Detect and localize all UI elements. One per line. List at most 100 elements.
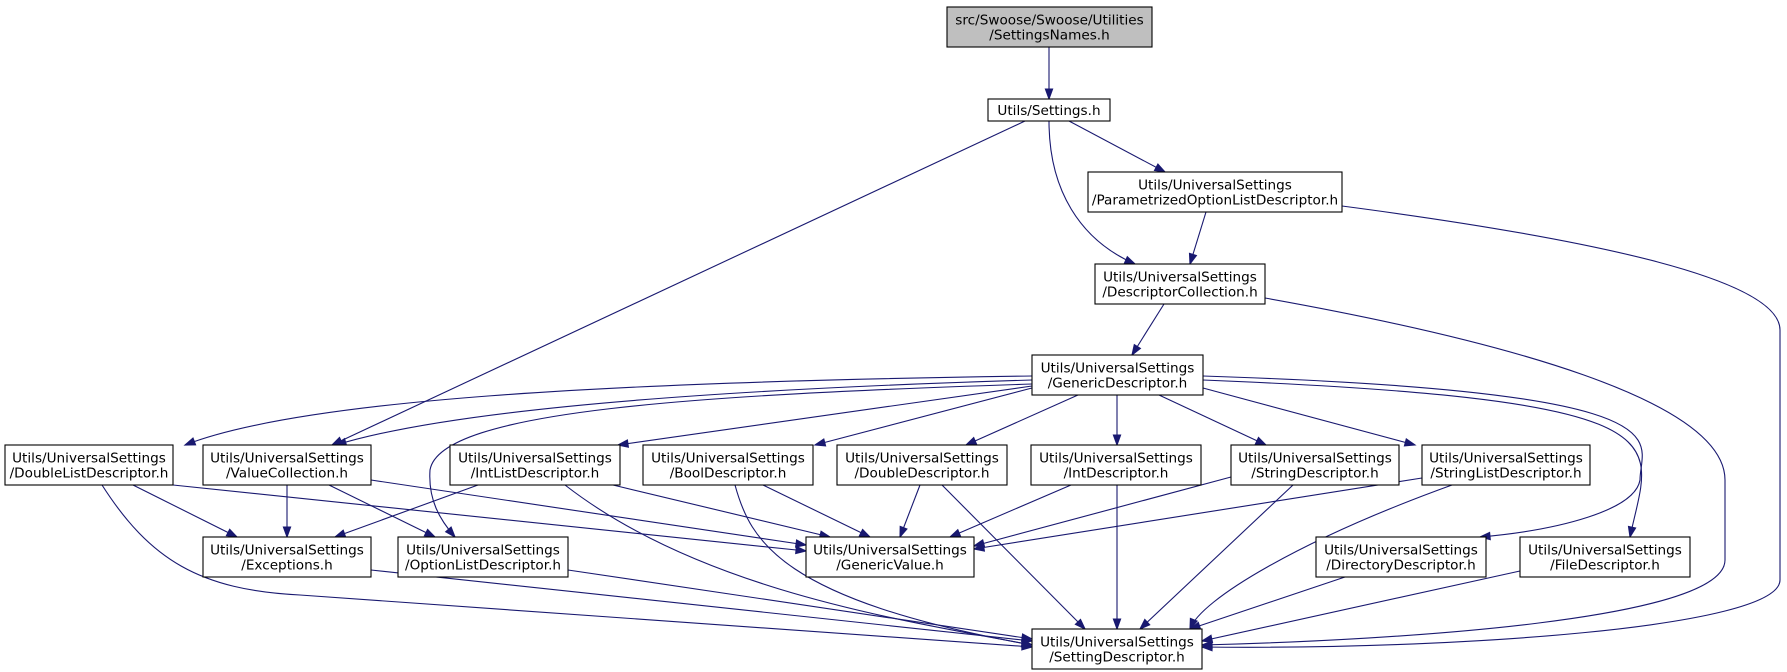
edge-n6-n15: [370, 479, 808, 548]
node-box: [4, 444, 174, 486]
edges-layer: [101, 47, 1781, 652]
node-label: Utils/UniversalSettings: [1041, 361, 1195, 377]
file-node[interactable]: Utils/UniversalSettings/IntListDescripto…: [449, 444, 621, 486]
node-box: [397, 536, 569, 578]
edge-line: [370, 479, 807, 546]
file-node[interactable]: Utils/UniversalSettings/SettingDescripto…: [1031, 628, 1203, 670]
edge-arrowhead: [858, 528, 872, 538]
node-label: /ParametrizedOptionListDescriptor.h: [1092, 193, 1338, 209]
node-label: Utils/UniversalSettings: [651, 451, 805, 467]
edge-line: [1189, 576, 1346, 630]
edge-line: [1201, 570, 1521, 642]
edge-arrowhead: [1020, 633, 1034, 642]
node-label: Utils/UniversalSettings: [1528, 543, 1682, 559]
node-label: /StringListDescriptor.h: [1430, 466, 1581, 482]
edge-line: [973, 477, 1423, 550]
node-label: /BoolDescriptor.h: [670, 466, 787, 482]
node-box: [642, 444, 814, 486]
edge-line: [334, 484, 479, 538]
edge-arrowhead: [1123, 255, 1137, 265]
edge-line: [762, 484, 871, 538]
edge-line: [172, 484, 807, 552]
file-node[interactable]: Utils/UniversalSettings/GenericValue.h: [805, 536, 975, 578]
edge-arrowhead: [1200, 634, 1214, 644]
edge-arrowhead: [1074, 618, 1087, 631]
node-label: Utils/UniversalSettings: [1429, 451, 1583, 467]
edge-arrowhead: [1403, 437, 1417, 447]
node-box: [1087, 171, 1343, 213]
edge-arrowhead: [948, 528, 962, 538]
node-label: src/Swoose/Swoose/Utilities: [955, 13, 1143, 29]
node-label: /FileDescriptor.h: [1550, 558, 1660, 574]
node-label: /ValueCollection.h: [226, 466, 348, 482]
node-box: [1094, 263, 1266, 305]
node-label: Utils/UniversalSettings: [1238, 451, 1392, 467]
file-node[interactable]: Utils/UniversalSettings/FileDescriptor.h: [1519, 536, 1691, 578]
edge-line: [1202, 379, 1643, 538]
edge-line: [567, 569, 1033, 640]
edge-n5-n13: [132, 484, 239, 538]
node-label: Utils/UniversalSettings: [406, 543, 560, 559]
edge-line: [949, 484, 1072, 538]
file-node[interactable]: Utils/UniversalSettings/ParametrizedOpti…: [1087, 171, 1343, 213]
edge-line: [370, 569, 1033, 642]
node-box: [1031, 354, 1204, 396]
file-node[interactable]: Utils/UniversalSettings/StringListDescri…: [1421, 444, 1591, 486]
edge-arrowhead: [964, 436, 978, 446]
edge-arrowhead: [1153, 163, 1167, 173]
file-node[interactable]: Utils/UniversalSettings/StringDescriptor…: [1230, 444, 1400, 486]
node-label: Utils/UniversalSettings: [813, 543, 967, 559]
file-node[interactable]: Utils/UniversalSettings/DescriptorCollec…: [1094, 263, 1266, 305]
node-box: [449, 444, 621, 486]
file-node[interactable]: Utils/UniversalSettings/OptionListDescri…: [397, 536, 569, 578]
file-node[interactable]: Utils/UniversalSettings/BoolDescriptor.h: [642, 444, 814, 486]
file-node[interactable]: Utils/UniversalSettings/Exceptions.h: [202, 536, 372, 578]
edge-line: [1139, 484, 1294, 630]
edge-line: [1189, 484, 1453, 630]
edge-n4-n12: [1202, 387, 1417, 447]
node-label: /OptionListDescriptor.h: [405, 558, 561, 574]
file-node[interactable]: Utils/UniversalSettings/GenericDescripto…: [1031, 354, 1204, 396]
node-box: [1230, 444, 1400, 486]
file-node[interactable]: src/Swoose/Swoose/Utilities/SettingsName…: [946, 6, 1153, 48]
node-label: Utils/UniversalSettings: [1039, 451, 1193, 467]
edge-arrowhead: [183, 437, 197, 446]
edge-arrowhead: [813, 438, 827, 447]
node-box: [1519, 536, 1691, 578]
node-label: /DoubleDescriptor.h: [854, 466, 989, 482]
edge-arrowhead: [333, 529, 347, 538]
file-node[interactable]: Utils/UniversalSettings/IntDescriptor.h: [1030, 444, 1202, 486]
edge-arrowhead: [1189, 617, 1199, 631]
edge-n11-n15: [972, 476, 1232, 548]
edge-n6-n13: [282, 485, 292, 539]
file-node[interactable]: Utils/UniversalSettings/ValueCollection.…: [202, 444, 372, 486]
node-label: /DoubleListDescriptor.h: [10, 466, 169, 482]
edge-arrowhead: [795, 545, 808, 555]
nodes-layer: src/Swoose/Swoose/Utilities/SettingsName…: [4, 6, 1691, 670]
edge-n11-n18: [1138, 484, 1294, 631]
edge-n14-n18: [567, 569, 1034, 642]
edge-arrowhead: [1138, 618, 1151, 631]
edge-line: [184, 375, 1033, 446]
node-box: [202, 444, 372, 486]
edge-line: [612, 484, 831, 538]
file-node[interactable]: Utils/UniversalSettings/DoubleListDescri…: [4, 444, 174, 486]
file-node[interactable]: Utils/Settings.h: [987, 98, 1111, 122]
file-node[interactable]: Utils/UniversalSettings/DoubleDescriptor…: [836, 444, 1008, 486]
edge-arrowhead: [899, 525, 908, 539]
file-node[interactable]: Utils/UniversalSettings/DirectoryDescrip…: [1315, 536, 1487, 578]
edge-n4-n7: [616, 385, 1033, 448]
node-label: /DirectoryDescriptor.h: [1326, 558, 1476, 574]
edge-arrowhead: [1112, 618, 1122, 631]
edge-line: [331, 120, 1026, 446]
node-label: Utils/UniversalSettings: [1103, 270, 1257, 286]
node-box: [987, 98, 1111, 122]
edge-line: [1201, 297, 1726, 646]
edge-n4-n17: [1202, 379, 1643, 539]
edge-arrowhead: [1112, 434, 1122, 447]
edge-n7-n13: [333, 484, 479, 538]
edge-arrowhead: [972, 543, 986, 552]
node-label: Utils/Settings.h: [997, 103, 1100, 119]
node-box: [836, 444, 1008, 486]
